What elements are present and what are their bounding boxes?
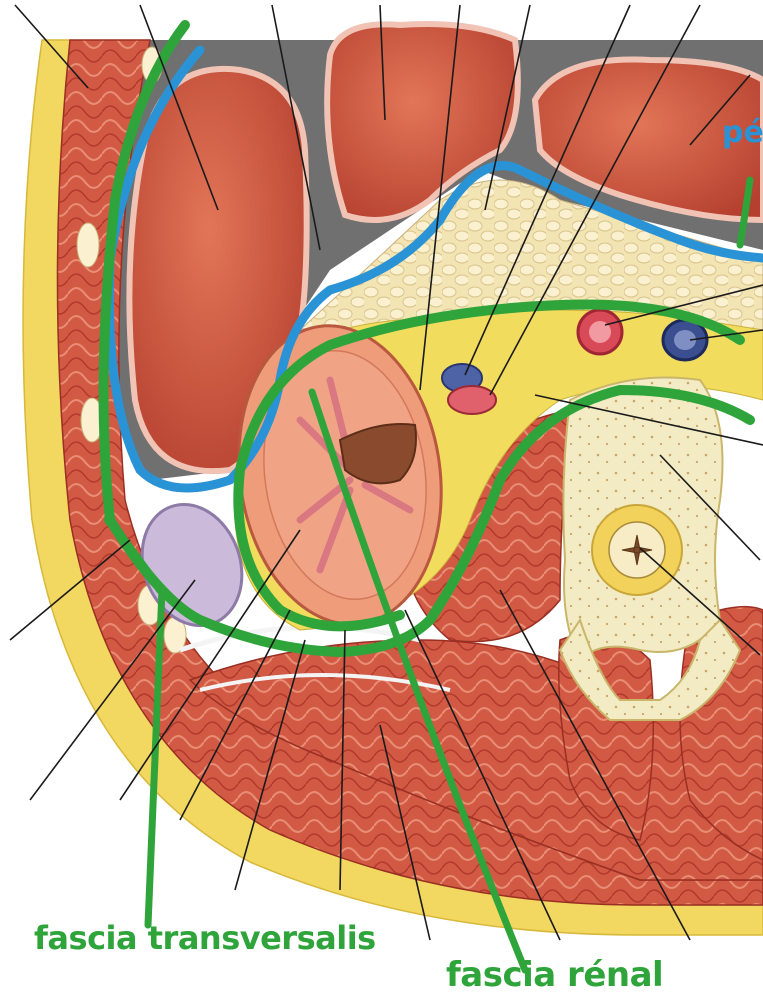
label-peritoneum: pé bbox=[722, 118, 763, 148]
vertebra-icon bbox=[592, 505, 682, 595]
label-fascia-transversalis: fascia transversalis bbox=[34, 922, 376, 954]
renal-artery bbox=[448, 386, 496, 414]
label-fascia-renal: fascia rénal bbox=[446, 958, 663, 992]
wall-fat-lobule bbox=[77, 223, 99, 267]
